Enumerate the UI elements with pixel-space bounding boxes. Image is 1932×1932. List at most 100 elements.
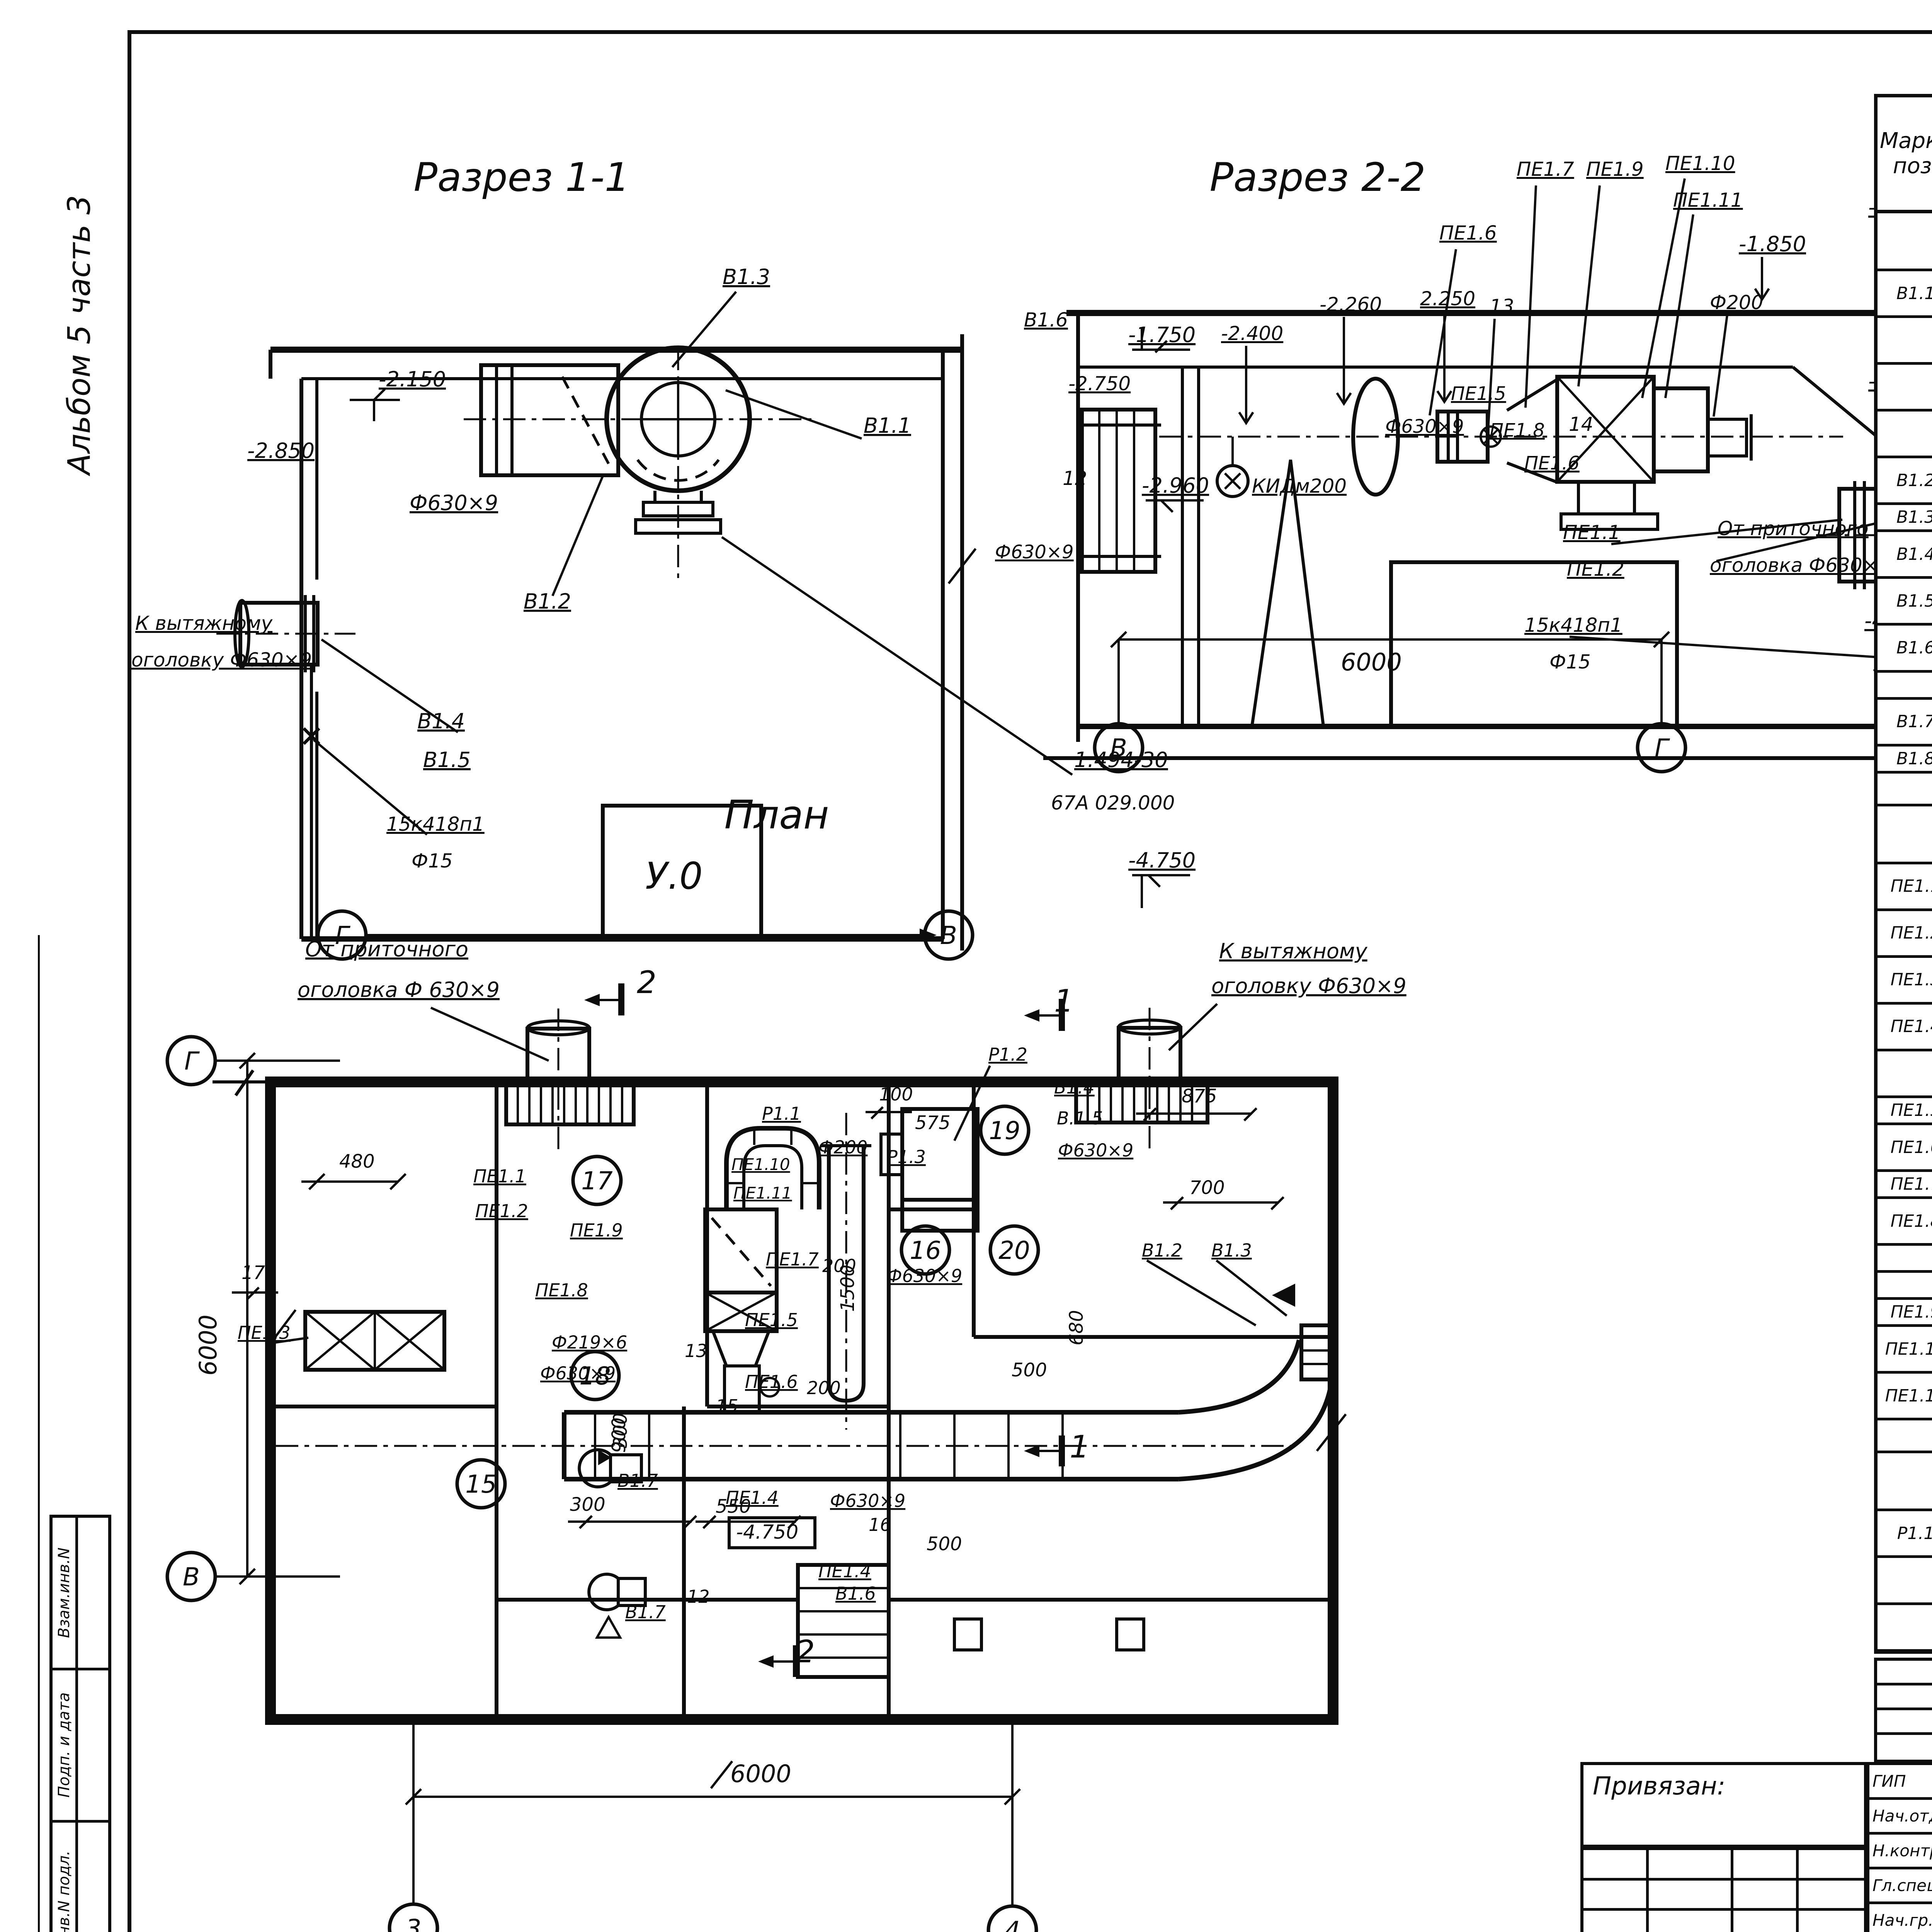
drawing-label: 6000 (730, 1760, 791, 1788)
plan-title: План (724, 792, 829, 838)
drawing-label: оголовка Ф630×9 (1710, 554, 1891, 577)
room-bubble: 20 (988, 1224, 1040, 1276)
drawing-label: В.1.5 (1057, 1108, 1103, 1129)
spec-row: ПЕ1.708Н-4Переход Ф200/530×503мм111,0 (1878, 1172, 1932, 1199)
drawing-label: -2.150 (379, 367, 446, 391)
spec-row: б)электродвигатель 4А71А2 0,75 кВт (1878, 1605, 1932, 1650)
drawing-label: 13 (1490, 295, 1514, 318)
drawing-label: ПЕ1.3 (238, 1322, 291, 1343)
side-stamp: Взам.инв.N Подп. и дата Инв.N подл. (49, 1515, 111, 1932)
drawing-label: 14 (1569, 413, 1594, 435)
side-stamp-blank (78, 1518, 108, 1668)
spec-row: В1.7Клапан избыточного давления КИДм-200… (1878, 700, 1932, 747)
revision-grid (1874, 1658, 1932, 1763)
spec-row: В1.808Н-6Переход 350×355/ф630мм115,0 (1878, 747, 1932, 774)
drawing-label: 500 (1012, 1359, 1047, 1381)
attached-box: Привязан: (1580, 1762, 1867, 1848)
spec-row: комплектно а)вентилятор Ц4-75 №5 (1878, 318, 1932, 365)
side-stamp-cell: Инв.N подл. (53, 1823, 78, 1932)
drawing-label: -2.750 (1068, 372, 1131, 395)
drawing-label: В1.6 (835, 1583, 876, 1604)
drawing-label: 200 (822, 1255, 856, 1276)
drawing-label: ПЕ1.4 (818, 1561, 871, 1582)
drawing-label: ПЕ1.1 (1563, 521, 1621, 544)
drawing-label: 15 (716, 1396, 738, 1417)
drawing-label: Ф200 (1710, 291, 1763, 314)
role-label: ГИП (1869, 1765, 1932, 1797)
svg-text:В: В (940, 922, 957, 950)
drawing-label: 700 (1189, 1177, 1225, 1199)
spec-row: Р1.1ТУ22-5862-84Вентагрегат В-06-300 ком… (1878, 1511, 1932, 1558)
drawing-label: Ф630×9 (1385, 416, 1464, 437)
side-stamp-blank (78, 1670, 108, 1820)
spec-row: В1.6ТУ26-07-1082-74Клапан герметический … (1878, 626, 1932, 673)
spec-row: ПЕ1.4ТУ26-07-1082-74Клапан герметический… (1878, 1005, 1932, 1051)
drawing-label: От приточного (1718, 517, 1869, 540)
drawing-label: Ф630×9 (1058, 1140, 1133, 1161)
drawing-label: 300 (570, 1494, 605, 1515)
drawing-label: 175 (242, 1262, 277, 1284)
spec-row: В1.25.904-38Вставка Н.00.00-11 разм.380×… (1878, 458, 1932, 505)
spec-row: ПЕ1.201.036-5 81Коробка УЗ-3 для устройс… (1878, 911, 1932, 958)
spec-row: В1.407.904-1Противовзрывное устройство У… (1878, 532, 1932, 579)
drawing-label: 300 (610, 1413, 631, 1448)
drawing-label: 15к418п1 (1524, 614, 1622, 636)
drawing-label: 100 (879, 1084, 913, 1105)
plan-geometry (213, 983, 1347, 1906)
signature-row: Нач.отдКозлов06.90 (1869, 1800, 1932, 1835)
spec-row: ПЕ1.10ТУ-22-6118-85Фильтр ячейковый тип … (1878, 1327, 1932, 1374)
drawing-label: ПЕ1.5 (1451, 383, 1506, 405)
axis-bubble: 3 (388, 1902, 439, 1932)
svg-text:20: 20 (998, 1236, 1030, 1265)
drawing-label: ПЕ1.6 (745, 1371, 798, 1392)
label-frame (728, 1516, 816, 1549)
spec-row: с ручным приводом №15,16 (1878, 1051, 1932, 1098)
drawing-label: 6000 (1341, 648, 1402, 676)
attached-grid (1580, 1847, 1867, 1932)
drawing-label: ПЕ1.11 (1673, 189, 1743, 211)
svg-text:17: 17 (581, 1167, 613, 1196)
drawing-label: -2.260 (1320, 293, 1382, 316)
drawing-label: Р1.1 (762, 1103, 801, 1124)
side-stamp-blank (78, 1823, 108, 1932)
spec-group-row: В1 (1878, 213, 1932, 271)
spec-row: исполнение кожуха Пр90°, исполнение1 (1878, 365, 1932, 412)
drawing-label: 2 (637, 964, 656, 1000)
drawing-label: ПЕ1.6 (1439, 222, 1497, 244)
drawing-label: В1.2 (1142, 1240, 1182, 1261)
drawing-label: 875 (1182, 1085, 1217, 1107)
svg-text:3: 3 (406, 1915, 422, 1932)
drawing-label: ПЕ1.2 (1567, 558, 1624, 580)
svg-text:18: 18 (579, 1362, 611, 1391)
drawing-label: ПЕ1.7 (1517, 158, 1574, 180)
drawing-label: -1.750 (1128, 323, 1196, 347)
drawing-label: В1.6 (1024, 309, 1068, 331)
spec-row: тип КСк3-6-02 (1878, 1246, 1932, 1273)
axis-bubble: Г (1636, 722, 1687, 774)
drawing-label: 575 (915, 1112, 951, 1134)
signature-row: Гл.спец.Усенков06.90 (1869, 1869, 1932, 1904)
signature-row: ГИПСамитов06.90 (1869, 1765, 1932, 1800)
axis-bubble: Г (316, 909, 368, 961)
drawing-label: 6000 (194, 1315, 222, 1376)
drawing-label: Ф219×6 (552, 1332, 627, 1353)
spec-row: ПЕ1.908Н-5Коробка 530×300×503мм118,0 (1878, 1300, 1932, 1327)
svg-text:19: 19 (989, 1117, 1020, 1145)
drawing-label: 500 (927, 1533, 962, 1555)
axis-bubble: Г (165, 1035, 217, 1087)
axis-bubble: 4 (986, 1904, 1038, 1932)
spec-title: Спецификация вентиляционных установок (1886, 57, 1932, 87)
room-bubble: 18 (569, 1350, 621, 1401)
drawing-label: ПЕ1.8 (535, 1280, 588, 1301)
drawing-label: У.0 (645, 855, 703, 898)
spec-table: Марка поз. Обозначение Наименование Кол.… (1874, 94, 1932, 1654)
drawing-label: В1.3 (1211, 1240, 1252, 1261)
sheet-frame (128, 30, 1932, 1932)
svg-text:15: 15 (465, 1470, 497, 1499)
drawing-label: 12 (1063, 467, 1087, 490)
drawing-label: Р1.3 (887, 1146, 926, 1167)
drawing-label: ПЕ1.6 (1524, 452, 1580, 474)
drawing-label: Ф200 (818, 1137, 867, 1158)
svg-text:Г: Г (1655, 734, 1670, 763)
side-stamp-cell: Подп. и дата (53, 1670, 78, 1820)
